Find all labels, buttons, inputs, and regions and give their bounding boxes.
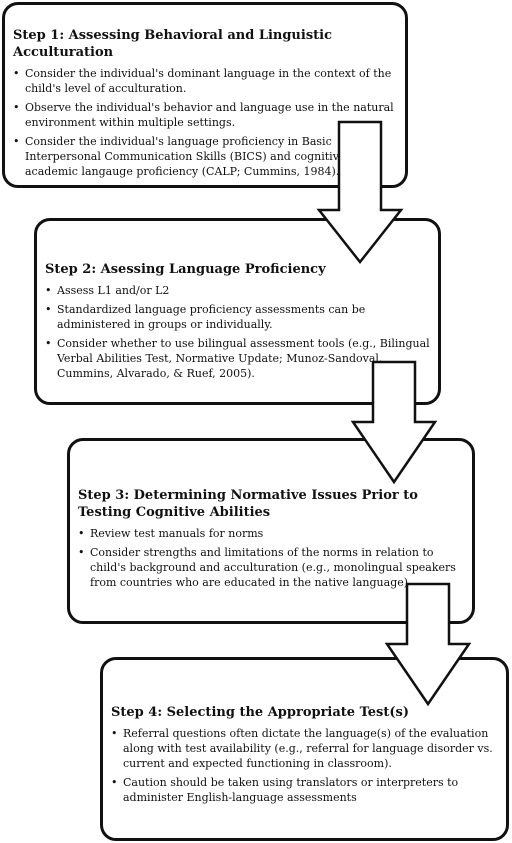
step-4-bullet: Referral questions often dictate the lan… xyxy=(111,726,498,771)
step-2-bullet: Consider whether to use bilingual assess… xyxy=(45,336,430,381)
step-1-bullet: Consider the individual's language profi… xyxy=(13,134,397,179)
step-1-bullet: Observe the individual's behavior and la… xyxy=(13,100,397,130)
step-2-bullet: Assess L1 and/or L2 xyxy=(45,283,430,298)
step-2-bullet-list: Assess L1 and/or L2 Standardized languag… xyxy=(45,283,430,381)
step-4-bullet-list: Referral questions often dictate the lan… xyxy=(111,726,498,805)
step-2-bullet: Standardized language proficiency assess… xyxy=(45,302,430,332)
step-4-bullet: Caution should be taken using translator… xyxy=(111,775,498,805)
step-1-title: Step 1: Assessing Behavioral and Linguis… xyxy=(13,28,333,60)
step-4-title: Step 4: Selecting the Appropriate Test(s… xyxy=(111,705,409,720)
down-arrow-icon xyxy=(384,582,472,707)
down-arrow-icon xyxy=(350,360,438,485)
step-2-title: Step 2: Asessing Language Proficiency xyxy=(45,262,326,277)
down-arrow-icon xyxy=(316,120,404,265)
step-1-bullet: Consider the individual's dominant langu… xyxy=(13,66,397,96)
step-1-bullet-list: Consider the individual's dominant langu… xyxy=(13,66,397,179)
step-3-title: Step 3: Determining Normative Issues Pri… xyxy=(78,488,418,520)
step-3-bullet-list: Review test manuals for norms Consider s… xyxy=(78,526,464,590)
step-4-box: Step 4: Selecting the Appropriate Test(s… xyxy=(100,657,509,841)
step-1-box: Step 1: Assessing Behavioral and Linguis… xyxy=(2,2,408,188)
step-3-bullet: Review test manuals for norms xyxy=(78,526,464,541)
step-3-bullet: Consider strengths and limitations of th… xyxy=(78,545,464,590)
